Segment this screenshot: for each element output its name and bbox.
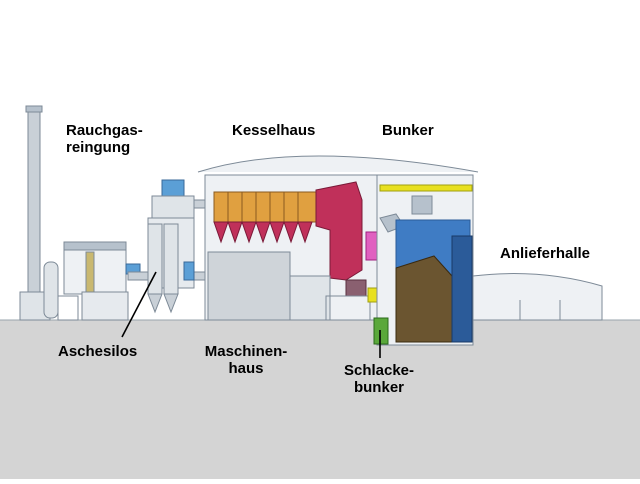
aschesilos-leader: [121, 271, 157, 338]
label-anlieferhalle: Anlieferhalle: [500, 245, 591, 262]
boiler-house: [197, 155, 479, 321]
waste-bunker: [373, 174, 474, 346]
label-rauchgasreinigung: Rauchgas- reingung: [66, 122, 143, 156]
label-maschinenhaus: Maschinen- haus: [204, 343, 288, 377]
flue-gas-cleaning: [43, 241, 209, 321]
delivery-hall: [472, 273, 603, 321]
label-aschesilos: Aschesilos: [58, 343, 138, 360]
label-schlackebunker: Schlacke- bunker: [343, 362, 415, 396]
label-bunker: Bunker: [382, 122, 434, 139]
label-kesselhaus: Kesselhaus: [232, 122, 316, 139]
ground: [0, 320, 640, 479]
ash-silos: [147, 179, 209, 314]
